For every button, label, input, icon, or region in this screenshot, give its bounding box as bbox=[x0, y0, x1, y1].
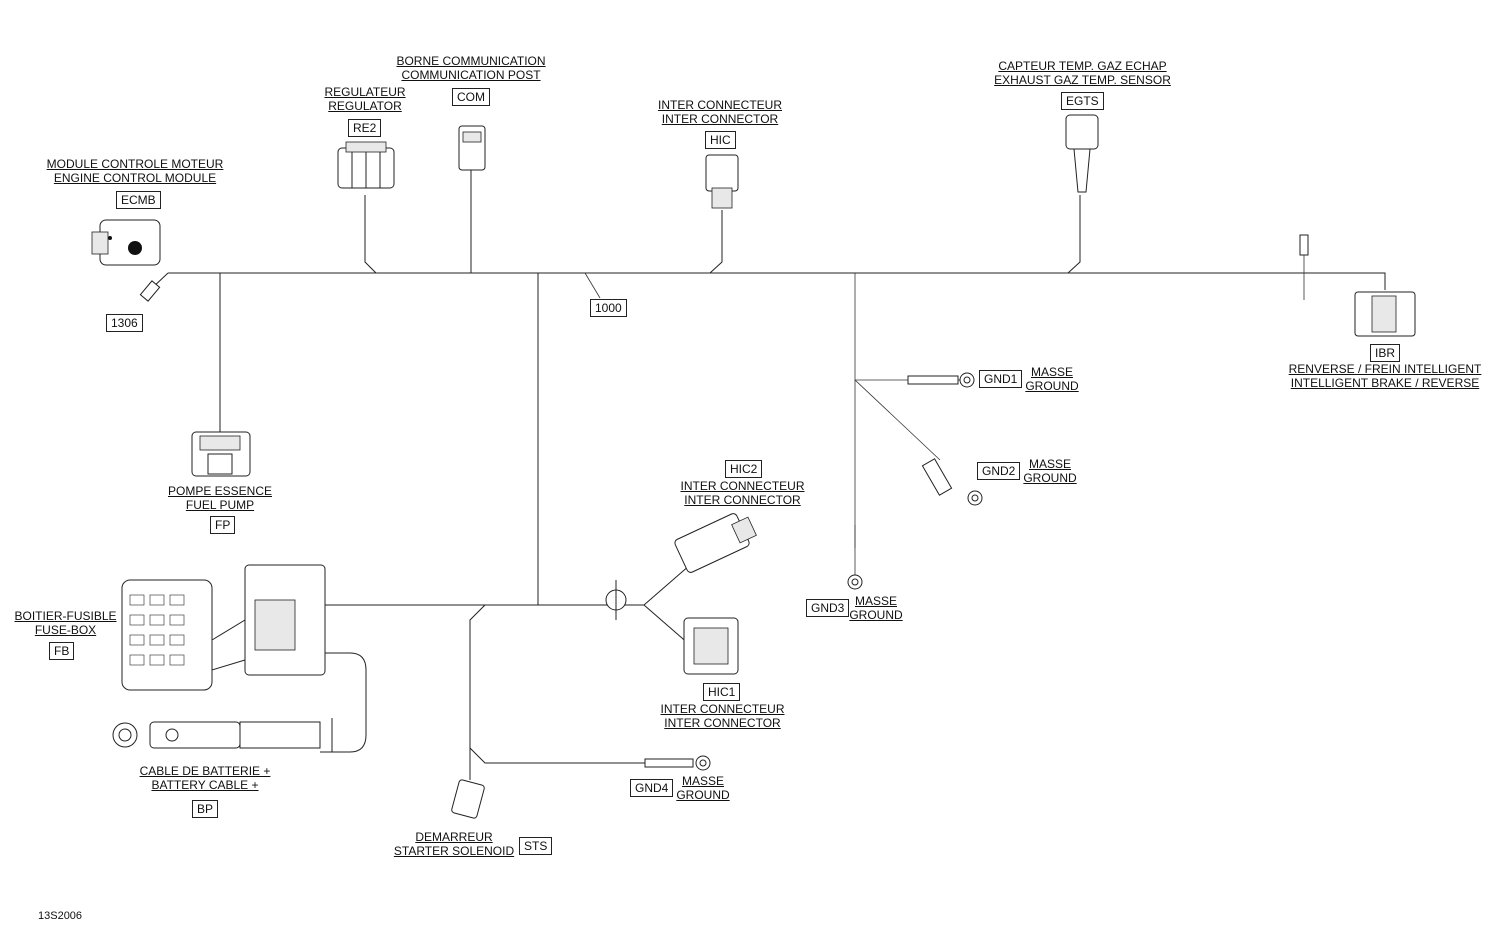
fb-code: FB bbox=[49, 642, 75, 660]
egts-sensor-icon bbox=[1065, 114, 1099, 193]
hic-branch-wire bbox=[709, 210, 723, 274]
fp-label: POMPE ESSENCE FUEL PUMP bbox=[160, 484, 280, 512]
fb-label-en: FUSE-BOX bbox=[34, 623, 97, 637]
ecmb-code: ECMB bbox=[116, 191, 161, 209]
gnd2-label-fr: MASSE bbox=[1028, 457, 1071, 471]
hic1-connector-icon bbox=[683, 617, 739, 675]
sts-label-en: STARTER SOLENOID bbox=[393, 844, 515, 858]
battery-cable-wire bbox=[320, 652, 367, 753]
gnd3-label-fr: MASSE bbox=[854, 594, 897, 608]
harness-1000-leader bbox=[584, 272, 601, 299]
sts-code: STS bbox=[519, 837, 553, 855]
figure-number: 13S2006 bbox=[38, 910, 83, 922]
gnd4-code: GND4 bbox=[630, 779, 674, 797]
ibr-connector-icon bbox=[1299, 234, 1416, 337]
ibr-label: RENVERSE / FREIN INTELLIGENT INTELLIGENT… bbox=[1280, 362, 1490, 390]
hic2-connector-icon bbox=[674, 513, 757, 573]
hic1-branch-wire bbox=[643, 604, 691, 646]
egts-label-fr: CAPTEUR TEMP. GAZ ECHAP bbox=[998, 59, 1167, 73]
gnd4-branch-wire bbox=[469, 747, 690, 764]
hic-label: INTER CONNECTEUR INTER CONNECTOR bbox=[645, 98, 795, 126]
sts-label-fr: DEMARREUR bbox=[415, 830, 493, 844]
com-label-en: COMMUNICATION POST bbox=[401, 68, 541, 82]
sts-label: DEMARREUR STARTER SOLENOID bbox=[390, 830, 518, 858]
gnd3-label: MASSE GROUND bbox=[848, 594, 904, 622]
egts-branch-wire bbox=[1067, 195, 1081, 274]
gnd4-label-en: GROUND bbox=[676, 788, 730, 802]
fb-label: BOITIER-FUSIBLE FUSE-BOX bbox=[8, 609, 123, 637]
hic1-label-fr: INTER CONNECTEUR bbox=[660, 702, 785, 716]
harness-code-1000: 1000 bbox=[590, 299, 627, 317]
communication-post-icon bbox=[458, 125, 486, 171]
gnd4-label: MASSE GROUND bbox=[674, 774, 732, 802]
hic-connector-icon bbox=[705, 154, 739, 209]
ibr-code: IBR bbox=[1370, 344, 1401, 362]
re2-label: REGULATEUR REGULATOR bbox=[305, 85, 425, 113]
gnd1-code: GND1 bbox=[979, 370, 1023, 388]
fp-label-fr: POMPE ESSENCE bbox=[167, 484, 273, 498]
harness-code-1306: 1306 bbox=[106, 314, 143, 332]
ibr-label-fr: RENVERSE / FREIN INTELLIGENT bbox=[1288, 362, 1482, 376]
ibr-label-en: INTELLIGENT BRAKE / REVERSE bbox=[1290, 376, 1480, 390]
gnd1-label-en: GROUND bbox=[1025, 379, 1079, 393]
gnd2-code: GND2 bbox=[977, 462, 1021, 480]
re2-code: RE2 bbox=[348, 119, 382, 137]
gnd1-label-fr: MASSE bbox=[1030, 365, 1073, 379]
hic2-branch-wire bbox=[643, 564, 691, 606]
gnd2-label: MASSE GROUND bbox=[1022, 457, 1078, 485]
com-label: BORNE COMMUNICATION COMMUNICATION POST bbox=[386, 54, 556, 82]
re2-label-fr: REGULATEUR bbox=[324, 85, 406, 99]
egts-label: CAPTEUR TEMP. GAZ ECHAP EXHAUST GAZ TEMP… bbox=[985, 59, 1180, 87]
gnd1-label: MASSE GROUND bbox=[1024, 365, 1080, 393]
gnd3-terminal-icon bbox=[847, 574, 863, 590]
gnd4-label-fr: MASSE bbox=[681, 774, 724, 788]
com-label-fr: BORNE COMMUNICATION bbox=[396, 54, 546, 68]
main-harness-trunk bbox=[168, 272, 1386, 290]
hic-code: HIC bbox=[705, 131, 736, 149]
regulator-connector-icon bbox=[337, 141, 395, 189]
gnd3-label-en: GROUND bbox=[849, 608, 903, 622]
gnd1-terminal-icon bbox=[907, 372, 975, 388]
harness-clip-icon bbox=[605, 580, 627, 620]
bp-label: CABLE DE BATTERIE + BATTERY CABLE + bbox=[130, 764, 280, 792]
hic1-label: INTER CONNECTEUR INTER CONNECTOR bbox=[650, 702, 795, 730]
egts-code: EGTS bbox=[1061, 92, 1104, 110]
hic1-label-en: INTER CONNECTOR bbox=[664, 716, 781, 730]
ecmb-label-fr: MODULE CONTROLE MOTEUR bbox=[46, 157, 224, 171]
starter-branch-wire bbox=[469, 604, 486, 780]
starter-solenoid-connector-icon bbox=[451, 779, 485, 819]
fp-code: FP bbox=[210, 516, 236, 534]
re2-label-en: REGULATOR bbox=[328, 99, 402, 113]
re2-branch-wire bbox=[364, 195, 377, 274]
gnd4-terminal-icon bbox=[644, 755, 711, 771]
fuel-pump-connector-icon bbox=[191, 431, 251, 477]
fb-label-fr: BOITIER-FUSIBLE bbox=[14, 609, 117, 623]
egts-label-en: EXHAUST GAZ TEMP. SENSOR bbox=[994, 73, 1171, 87]
battery-cable-terminal-icon bbox=[112, 718, 333, 752]
gnd2-label-en: GROUND bbox=[1023, 471, 1077, 485]
bp-label-fr: CABLE DE BATTERIE + bbox=[139, 764, 271, 778]
hic2-code: HIC2 bbox=[725, 460, 763, 478]
hic2-label: INTER CONNECTEUR INTER CONNECTOR bbox=[670, 479, 815, 507]
gnd3-code: GND3 bbox=[806, 599, 850, 617]
ecmb-label: MODULE CONTROLE MOTEUR ENGINE CONTROL MO… bbox=[40, 157, 230, 185]
hic-label-en: INTER CONNECTOR bbox=[661, 112, 779, 126]
hic-label-fr: INTER CONNECTEUR bbox=[657, 98, 782, 112]
com-code: COM bbox=[452, 88, 490, 106]
ecmb-label-en: ENGINE CONTROL MODULE bbox=[53, 171, 217, 185]
hic2-label-en: INTER CONNECTOR bbox=[684, 493, 801, 507]
hic2-label-fr: INTER CONNECTEUR bbox=[680, 479, 805, 493]
ecm-connector-icon bbox=[91, 219, 161, 302]
bp-code: BP bbox=[192, 800, 219, 818]
fp-label-en: FUEL PUMP bbox=[185, 498, 255, 512]
bp-label-en: BATTERY CABLE + bbox=[151, 778, 259, 792]
gnd2-wire bbox=[854, 379, 941, 461]
gnd2-terminal-icon bbox=[921, 458, 983, 506]
fuse-box-icon bbox=[121, 564, 326, 691]
hic1-code: HIC1 bbox=[703, 683, 741, 701]
